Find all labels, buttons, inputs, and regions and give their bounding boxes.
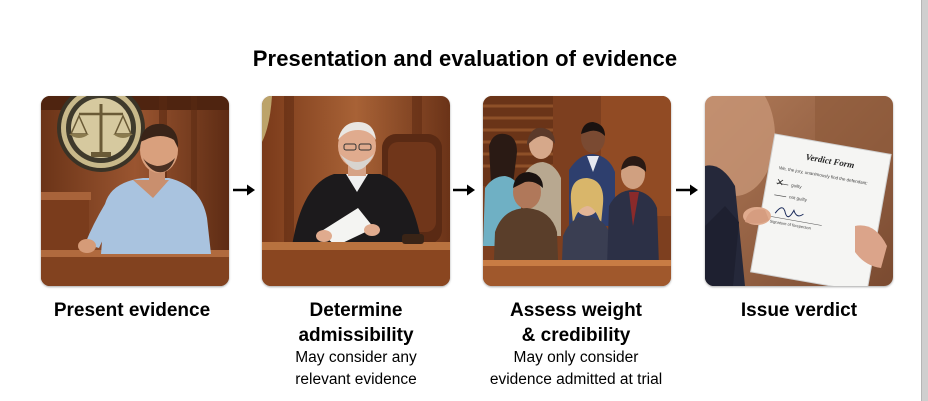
- right-edge-line: [921, 0, 922, 401]
- determine-admissibility-image: [262, 96, 450, 286]
- arrow-right-icon: [676, 184, 698, 196]
- right-scrollbar[interactable]: [922, 0, 928, 401]
- step-note-assess-weight: May only consider evidence admitted at t…: [489, 349, 663, 388]
- assess-weight-image: [483, 96, 671, 286]
- arrow-right-icon: [453, 184, 475, 196]
- verdict-option-guilty: guilty: [791, 183, 803, 190]
- verdict-option-not-guilty: not guilty: [789, 194, 808, 202]
- step-label-issue-verdict: Issue verdict: [740, 300, 858, 321]
- step-label-assess-weight: Assess weight & credibility: [510, 300, 642, 346]
- step-label-present-evidence: Present evidence: [53, 300, 211, 321]
- present-evidence-image: [41, 96, 229, 286]
- diagram-title: Presentation and evaluation of evidence: [252, 46, 678, 71]
- step-note-admissibility: May consider any relevant evidence: [295, 349, 417, 388]
- issue-verdict-image: Verdict Form We, the jury, unanimously f…: [705, 96, 893, 286]
- arrow-right-icon: [233, 184, 255, 196]
- step-label-determine-admissibility: Determine admissibility: [298, 300, 414, 346]
